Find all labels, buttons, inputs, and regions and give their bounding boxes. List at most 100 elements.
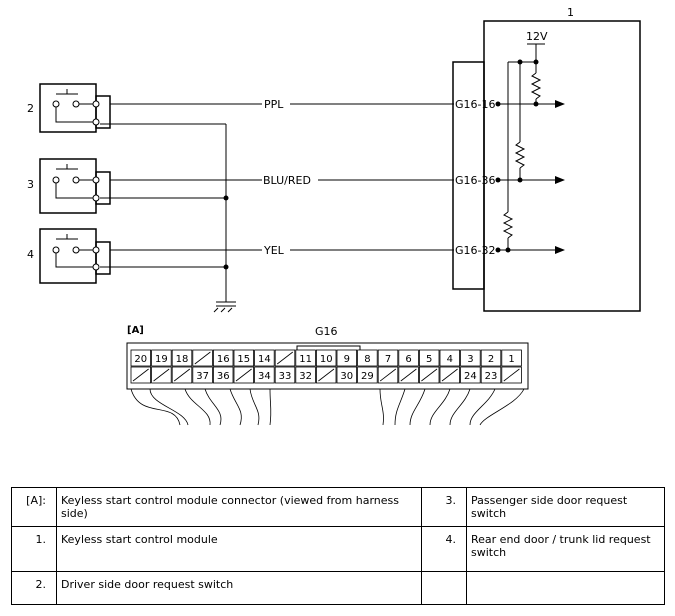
- connector-pin-label: 3: [467, 354, 473, 365]
- connector-cell-bottom: [439, 366, 461, 384]
- connector-cell-bottom: [295, 366, 316, 384]
- connector-cell-bottom: [192, 366, 213, 384]
- connector-cell-top: [418, 349, 440, 367]
- legend-num-2: 2.: [11, 571, 57, 605]
- connector-pin-label: 5: [426, 354, 432, 365]
- connector-cell-top: [377, 349, 399, 367]
- legend-num-1: 1.: [11, 526, 57, 572]
- connector-cell-bottom: [274, 366, 296, 384]
- connector-cell-bottom: [336, 366, 358, 384]
- connector-cell-top: [315, 349, 337, 367]
- legend-num-3: 3.: [421, 487, 467, 527]
- connector-cell-top: [192, 349, 213, 367]
- connector-pin-label: 18: [176, 354, 189, 365]
- connector-cell-top: [336, 349, 358, 367]
- connector-pin-label: 23: [485, 371, 498, 382]
- switch-driver-door: [39, 83, 111, 133]
- connector-empty-cavity: [400, 368, 417, 382]
- connector-pin-label: 32: [299, 371, 312, 382]
- legend-text-empty: [466, 571, 665, 605]
- connector-cell-top: [233, 349, 255, 367]
- connector-pin-label: 36: [217, 371, 230, 382]
- junction-dots: [495, 59, 539, 253]
- connector-pin-label: 34: [258, 371, 271, 382]
- connector-empty-cavity: [132, 368, 149, 382]
- keyless-start-control-module: [452, 20, 641, 312]
- terminal-g16-32: G16-32: [455, 244, 496, 257]
- legend-num-a: [A]:: [11, 487, 57, 527]
- legend-text-1: Keyless start control module: [56, 526, 422, 572]
- connector-pin-label: 11: [299, 354, 312, 365]
- wire-color-ppl: PPL: [264, 98, 284, 111]
- connector-pin-label: 33: [279, 371, 292, 382]
- connector-pin-label: 10: [320, 354, 333, 365]
- legend-num-empty: [421, 571, 467, 605]
- connector-cell-top: [439, 349, 461, 367]
- connector-cell-top: [398, 349, 419, 367]
- connector-empty-cavity: [276, 351, 294, 365]
- connector-cell-top: [274, 349, 296, 367]
- legend-num-4: 4.: [421, 526, 467, 572]
- connector-cell-top: [480, 349, 502, 367]
- terminal-g16-16: G16-16: [455, 98, 496, 111]
- wire-color-blu-red: BLU/RED: [263, 174, 311, 187]
- connector-cell-bottom: [418, 366, 440, 384]
- terminal-g16-36: G16-36: [455, 174, 496, 187]
- module-callout: 1: [567, 6, 574, 19]
- connector-empty-cavity: [379, 368, 397, 382]
- legend-text-2: Driver side door request switch: [56, 571, 422, 605]
- module-internal-circuit: [498, 43, 565, 254]
- connector-cell-bottom: [233, 366, 255, 384]
- connector-cell-top: [357, 349, 378, 367]
- harness-wires: [130, 388, 525, 426]
- connector-cell-top: [151, 349, 172, 367]
- connector-pin-label: 8: [364, 354, 370, 365]
- connector-cell-top: [501, 349, 522, 367]
- connector-empty-cavity: [421, 368, 438, 382]
- connector-cell-bottom: [480, 366, 502, 384]
- connector-pin-label: 20: [134, 354, 147, 365]
- connector-cell-top: [460, 349, 481, 367]
- legend-text-a: Keyless start control module connector (…: [56, 487, 422, 527]
- connector-cell-top: [254, 349, 275, 367]
- switch-callout-3: 3: [27, 178, 34, 191]
- connector-pin-label: 30: [340, 371, 353, 382]
- connector-cell-bottom: [130, 366, 152, 384]
- connector-cell-top: [171, 349, 193, 367]
- connector-empty-cavity: [153, 368, 170, 382]
- legend-text-4: Rear end door / trunk lid request switch: [466, 526, 665, 572]
- switch-callout-2: 2: [27, 102, 34, 115]
- connector-cell-bottom: [315, 366, 337, 384]
- connector-name: G16: [315, 325, 338, 338]
- connector-cell-bottom: [212, 366, 234, 384]
- connector-empty-cavity: [318, 368, 335, 382]
- connector-pin-label: 1: [508, 354, 514, 365]
- connector-pin-label: 4: [447, 354, 453, 365]
- connector-pin-label: 15: [237, 354, 250, 365]
- connector-empty-cavity: [235, 368, 252, 382]
- connector-cell-top: [295, 349, 316, 367]
- connector-empty-cavity: [194, 351, 211, 365]
- connector-cell-bottom: [171, 366, 193, 384]
- wire-color-yel: YEL: [263, 244, 285, 257]
- connector-pin-label: 9: [344, 354, 350, 365]
- connector-cell-bottom: [501, 366, 522, 384]
- connector-cell-bottom: [398, 366, 419, 384]
- connector-cell-bottom: [460, 366, 481, 384]
- connector-pin-label: 6: [405, 354, 411, 365]
- connector-cell-bottom: [357, 366, 378, 384]
- legend-text-3: Passenger side door request switch: [466, 487, 665, 527]
- connector-cell-bottom: [151, 366, 172, 384]
- connector-cell-top: [212, 349, 234, 367]
- connector-empty-cavity: [503, 368, 520, 382]
- connector-pin-label: 16: [217, 354, 230, 365]
- connector-pin-label: 29: [361, 371, 374, 382]
- legend-table: [A]: Keyless start control module connec…: [11, 487, 665, 605]
- connector-cell-bottom: [377, 366, 399, 384]
- connector-pin-label: 7: [385, 354, 391, 365]
- supply-voltage-label: 12V: [526, 30, 548, 43]
- connector-view-label: [A]: [127, 325, 144, 336]
- connector-cell-top: [130, 349, 152, 367]
- connector-pin-label: 19: [155, 354, 168, 365]
